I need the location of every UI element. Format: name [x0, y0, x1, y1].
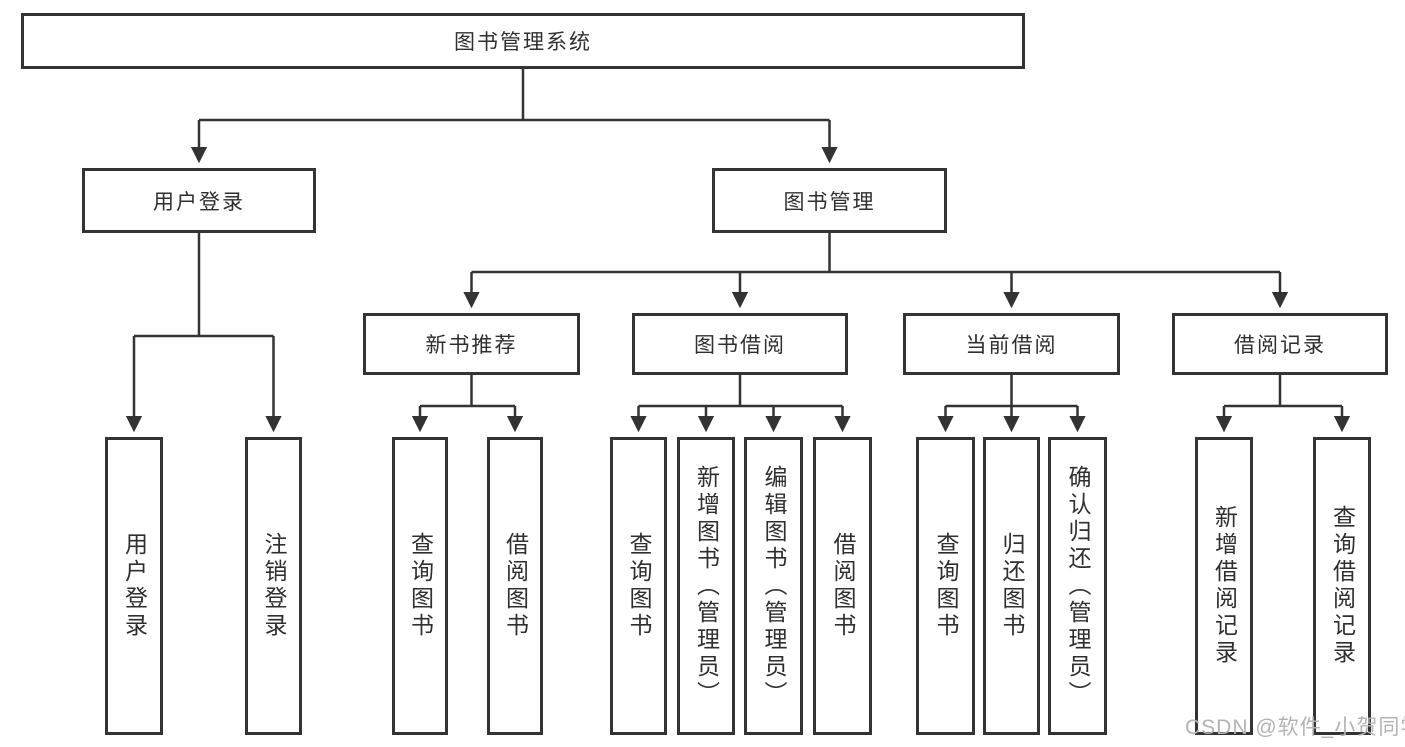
leaf-user-login: 用户登录	[105, 437, 163, 735]
node-root-label: 图书管理系统	[454, 31, 592, 54]
leaf-current-return: 归还图书	[983, 437, 1040, 735]
node-new-books-label: 新书推荐	[425, 334, 518, 357]
leaf-records-query-label: 查询借阅记录	[1329, 505, 1356, 667]
node-book-mgmt: 图书管理	[712, 168, 947, 233]
leaf-borrow-query: 查询图书	[610, 437, 667, 735]
node-borrow-records: 借阅记录	[1172, 313, 1388, 375]
leaf-borrow-add-book: 新增图书（管理员）	[677, 437, 735, 735]
leaf-current-return-label: 归还图书	[999, 532, 1025, 640]
node-current-borrow: 当前借阅	[903, 313, 1120, 375]
leaf-logout: 注销登录	[245, 437, 302, 735]
leaf-newbooks-query: 查询图书	[392, 437, 448, 735]
leaf-newbooks-borrow-label: 借阅图书	[502, 532, 529, 640]
node-user-login: 用户登录	[82, 168, 316, 233]
leaf-current-query-label: 查询图书	[933, 532, 959, 640]
node-book-borrow: 图书借阅	[632, 313, 848, 375]
node-user-login-label: 用户登录	[153, 190, 245, 214]
node-borrow-records-label: 借阅记录	[1234, 334, 1326, 357]
node-root: 图书管理系统	[21, 13, 1025, 69]
node-book-mgmt-label: 图书管理	[783, 190, 876, 214]
leaf-borrow-borrow-book-label: 借阅图书	[830, 532, 856, 640]
connector-book-borrow-children	[630, 375, 851, 433]
connector-root-to-level1	[190, 69, 838, 164]
connector-current-borrow-children	[937, 375, 1086, 433]
leaf-current-confirm-return: 确认归还（管理员）	[1048, 437, 1107, 735]
leaf-records-add: 新增借阅记录	[1195, 437, 1253, 735]
node-current-borrow-label: 当前借阅	[965, 334, 1058, 357]
leaf-logout-label: 注销登录	[261, 532, 287, 640]
leaf-newbooks-borrow: 借阅图书	[487, 437, 543, 735]
csdn-watermark: CSDN @软件_小贺同学	[1185, 716, 1405, 739]
connector-book-mgmt-to-level2	[463, 233, 1289, 309]
connector-borrow-records-children	[1215, 375, 1351, 433]
leaf-borrow-edit-book-label: 编辑图书（管理员）	[761, 464, 787, 708]
leaf-borrow-query-label: 查询图书	[626, 532, 652, 640]
connector-new-books-children	[411, 375, 524, 433]
leaf-current-query: 查询图书	[916, 437, 975, 735]
leaf-records-add-label: 新增借阅记录	[1211, 505, 1238, 667]
leaf-borrow-edit-book: 编辑图书（管理员）	[744, 437, 803, 735]
leaf-newbooks-query-label: 查询图书	[407, 532, 434, 640]
node-new-books: 新书推荐	[363, 313, 580, 375]
leaf-current-confirm-return-label: 确认归还（管理员）	[1065, 464, 1091, 708]
node-book-borrow-label: 图书借阅	[694, 334, 786, 357]
leaf-borrow-add-book-label: 新增图书（管理员）	[693, 464, 720, 708]
leaf-user-login-label: 用户登录	[121, 532, 148, 640]
connector-user-login-children	[125, 233, 282, 433]
leaf-borrow-borrow-book: 借阅图书	[813, 437, 872, 735]
leaf-records-query: 查询借阅记录	[1313, 437, 1371, 735]
